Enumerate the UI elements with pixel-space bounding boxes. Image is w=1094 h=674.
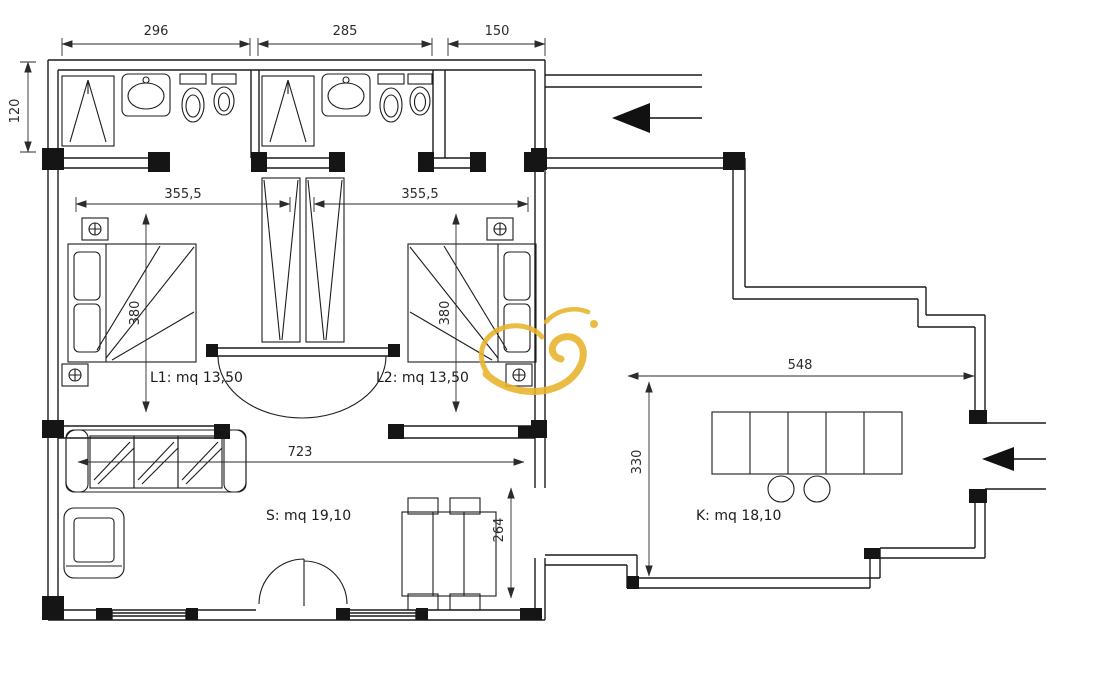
nightstand-symbol <box>61 363 89 387</box>
kitchen-label: K: mq 18,10 <box>696 508 781 524</box>
room-labels: L1: mq 13,50 L2: mq 13,50 S: mq 19,10 K:… <box>150 370 781 524</box>
dim-bath1-width: 296 <box>144 24 169 39</box>
shower-symbol <box>61 75 115 147</box>
dim-entry-width: 150 <box>485 24 510 39</box>
double-entrance-door-symbol <box>258 558 348 606</box>
entrance-arrow-icon <box>982 447 1046 471</box>
entrance-arrow-icon <box>612 103 702 133</box>
bidet-symbol <box>211 73 237 116</box>
bedroom1-label: L1: mq 13,50 <box>150 370 243 386</box>
furniture <box>61 177 903 611</box>
wall-junction-blocks <box>42 148 987 620</box>
walls <box>47 59 1046 621</box>
dim-kitchen-depth: 330 <box>630 450 645 475</box>
dim-bedroom1-depth: 380 <box>128 301 143 326</box>
doors <box>217 355 387 606</box>
nightstand-symbol <box>505 363 533 387</box>
kitchen-island-symbol <box>711 411 903 503</box>
dim-bedroom2-depth: 380 <box>438 301 453 326</box>
armchair-symbol <box>63 507 125 579</box>
dim-bath2-width: 285 <box>333 24 358 39</box>
sofa-symbol <box>65 429 247 493</box>
nightstand-symbol <box>486 217 514 241</box>
sink-symbol <box>321 73 371 117</box>
living-room-label: S: mq 19,10 <box>266 508 351 524</box>
dim-living-width: 723 <box>288 445 313 460</box>
dim-bath-depth: 120 <box>8 99 23 124</box>
bedroom2-label: L2: mq 13,50 <box>376 370 469 386</box>
wardrobe-symbol <box>261 177 345 343</box>
sink-symbol <box>121 73 171 117</box>
entrance-arrows <box>612 103 1046 471</box>
bidet-symbol <box>407 73 433 116</box>
bed-symbol <box>407 243 537 363</box>
dining-table-symbol <box>401 497 497 611</box>
toilet-symbol <box>377 73 405 123</box>
dim-bedroom1-width: 355,5 <box>164 187 201 202</box>
nightstand-symbol <box>81 217 109 241</box>
watermark-logo <box>478 307 598 395</box>
dim-kitchen-width: 548 <box>788 358 813 373</box>
shower-symbol <box>261 75 315 147</box>
dim-bedroom2-width: 355,5 <box>401 187 438 202</box>
arched-opening-symbol <box>217 355 387 419</box>
toilet-symbol <box>179 73 207 123</box>
dimensions: 296 285 150 120 355,5 355,5 380 380 723 … <box>8 24 975 599</box>
bathroom-fixtures <box>61 73 433 147</box>
dim-living-depth: 264 <box>492 518 507 543</box>
